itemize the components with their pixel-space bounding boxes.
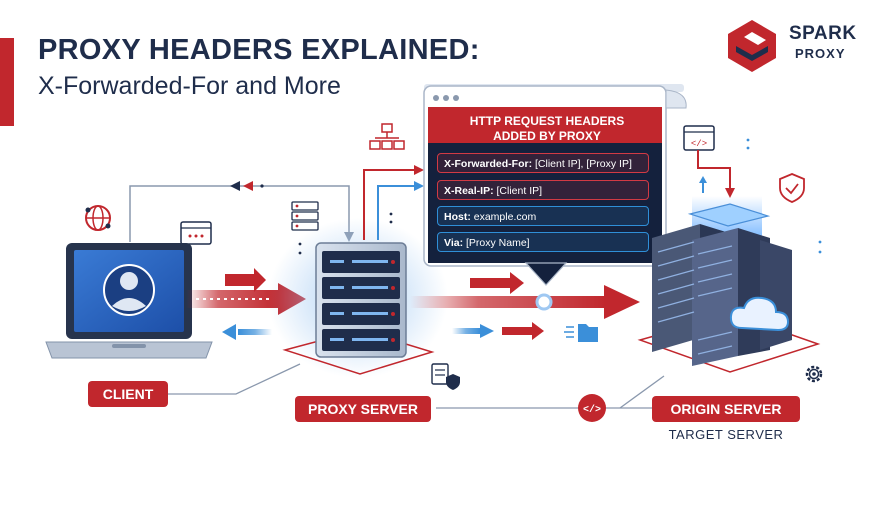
user-avatar-icon xyxy=(103,264,155,316)
code-window-icon: </> xyxy=(683,125,715,151)
spark-proxy-logo-icon xyxy=(728,20,776,72)
headers-panel xyxy=(423,84,687,286)
header-row-x-forwarded-for: X-Forwarded-For: [Client IP], [Proxy IP] xyxy=(437,153,649,173)
header-row-host: Host: example.com xyxy=(437,206,649,226)
brand-name: SPARK xyxy=(789,23,857,44)
header-value: [Client IP], [Proxy IP] xyxy=(535,158,632,170)
decor-up-arrows xyxy=(699,138,822,254)
svg-text:</>: </> xyxy=(691,139,707,149)
brand-sub: PROXY xyxy=(795,46,846,61)
header-row-x-real-ip: X-Real-IP: [Client IP] xyxy=(437,180,649,200)
header-key: X-Forwarded-For: xyxy=(444,158,535,170)
origin-diagonal-line xyxy=(619,375,665,409)
network-hierarchy-icon xyxy=(369,123,405,150)
title-accent-bar xyxy=(0,38,14,126)
cloud-icon xyxy=(729,296,790,332)
origin-server-label: ORIGIN SERVER xyxy=(652,396,800,422)
header-key: Host: xyxy=(444,211,474,223)
response-blue-arrow-icon xyxy=(452,324,494,338)
panel-heading-line1: HTTP REQUEST HEADERS xyxy=(469,114,625,128)
server-list-icon xyxy=(291,201,319,231)
panel-heading-line2: ADDED BY PROXY xyxy=(493,129,601,143)
header-key: Via: xyxy=(444,237,466,249)
proxy-server-label: PROXY SERVER xyxy=(295,396,431,422)
header-key: X-Real-IP: xyxy=(444,185,497,197)
globe-network-icon xyxy=(85,205,111,231)
code-circle-icon: </> xyxy=(578,394,606,422)
target-server-label: TARGET SERVER xyxy=(668,427,784,442)
folder-icon xyxy=(564,324,598,342)
header-value: [Client IP] xyxy=(496,185,543,197)
page-subtitle: X-Forwarded-For and More xyxy=(38,72,341,100)
browser-window-icon xyxy=(180,221,212,245)
forward-request-arrows xyxy=(410,272,640,340)
gear-icon xyxy=(805,365,823,383)
page-title: PROXY HEADERS EXPLAINED: xyxy=(38,34,480,66)
decor-dots xyxy=(298,212,393,255)
shield-check-icon xyxy=(779,173,805,203)
proxy-to-panel-arrows xyxy=(363,165,424,240)
back-arrow-icon xyxy=(230,181,264,191)
document-shield-icon xyxy=(431,363,460,390)
proxy-server-rack-icon xyxy=(315,242,407,358)
panel-heading: HTTP REQUEST HEADERS ADDED BY PROXY xyxy=(434,114,660,144)
client-bottom-line xyxy=(168,363,301,395)
svg-text:</>: </> xyxy=(583,404,601,416)
response-arrow-icon xyxy=(222,324,272,340)
header-value: [Proxy Name] xyxy=(465,237,530,249)
header-value: example.com xyxy=(473,211,537,223)
header-row-via: Via: [Proxy Name] xyxy=(437,232,649,252)
code-to-origin-line xyxy=(697,150,731,190)
client-label: CLIENT xyxy=(88,381,168,407)
